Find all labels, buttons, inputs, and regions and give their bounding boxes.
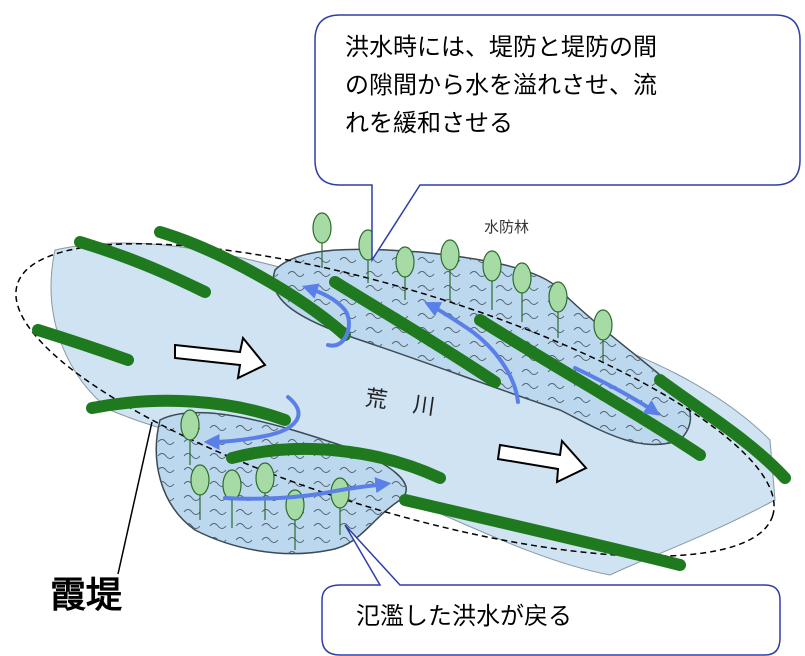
levee-upper-5 <box>654 374 791 484</box>
kasumitei-pointer-line <box>117 421 153 575</box>
flow-direction-arrow-1 <box>174 335 267 380</box>
return-arrow-2 <box>223 477 392 501</box>
top-callout-line-3: れを緩和させる <box>345 109 513 137</box>
levee-upper-3 <box>329 276 501 388</box>
upper-tree-group <box>312 212 613 362</box>
top-callout-line-2: の隙間から水を溢れさせ、流 <box>345 71 657 99</box>
bottom-callout-text: 氾濫した洪水が戻る <box>356 602 572 630</box>
top-callout-text: 洪水時には、堤防と堤防の間 の隙間から水を溢れさせ、流 れを緩和させる <box>345 28 765 142</box>
top-callout-line-1: 洪水時には、堤防と堤防の間 <box>345 33 657 61</box>
levee-upper-4 <box>474 314 706 461</box>
kasumitei-label: 霞堤 <box>50 575 123 616</box>
levee-group <box>32 226 791 571</box>
kasumitei-dashed-outline <box>15 243 775 557</box>
levee-lower-4 <box>399 494 686 571</box>
top-callout-bubble <box>314 14 801 263</box>
flow-direction-arrow-2 <box>496 438 588 484</box>
bottom-callout-bubble <box>321 524 781 656</box>
levee-lower-3 <box>226 442 446 484</box>
upper-basin-water-pattern <box>273 249 691 445</box>
return-arrow-1 <box>203 395 301 450</box>
levee-upper-1 <box>74 236 211 298</box>
levee-upper-2 <box>154 226 351 341</box>
overflow-arrow-2 <box>424 302 520 404</box>
overflow-arrow-1 <box>301 283 351 348</box>
suiborin-label: 水防林 <box>484 218 530 236</box>
levee-lower-1 <box>32 324 134 366</box>
levee-lower-2 <box>86 394 291 426</box>
overflow-arrow-group <box>203 283 661 501</box>
overflow-arrow-3 <box>573 366 661 416</box>
